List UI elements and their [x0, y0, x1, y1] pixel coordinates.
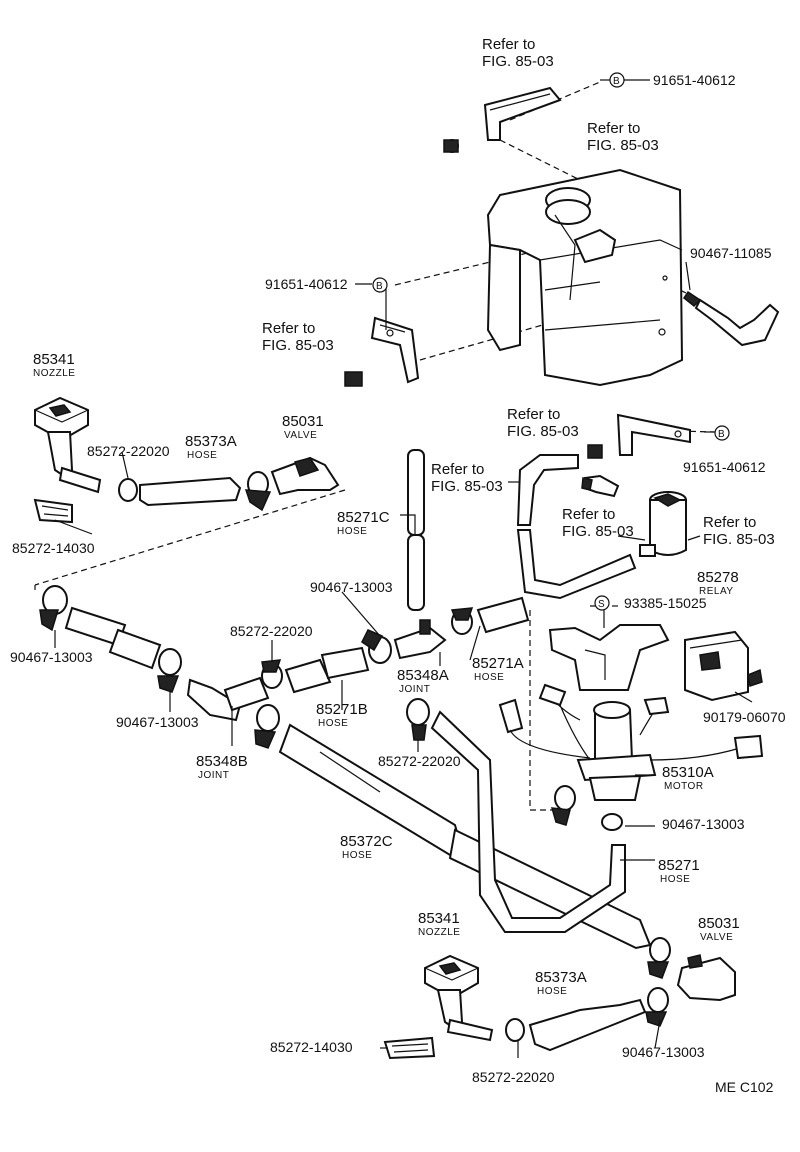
relay-bracket: [548, 624, 763, 702]
hose-85271b-sub: HOSE: [318, 718, 348, 729]
pn-90467-13003-c: 90467-13003: [116, 714, 199, 730]
pn-93385: 93385-15025: [624, 595, 707, 611]
ref-top2-line1: Refer to: [587, 120, 640, 137]
ref-pump2-line1: Refer to: [703, 514, 756, 531]
b-badge-left-text: B: [376, 281, 383, 292]
joint-85348b-number: 85348B: [196, 753, 248, 770]
b-badge-right-text: B: [718, 429, 725, 440]
upper-hose-line: [118, 456, 340, 512]
motor-sub: MOTOR: [664, 781, 704, 792]
tank-outlet-hose: [682, 290, 780, 347]
left-bracket: [344, 316, 420, 387]
ref-top1-line1: Refer to: [482, 36, 535, 53]
pn-91651-right: 91651-40612: [683, 459, 766, 475]
b-badge-top-text: B: [613, 76, 620, 87]
hose-85372c-sub: HOSE: [342, 850, 372, 861]
ref-hose-line1: Refer to: [431, 461, 484, 478]
ref-top2-line2: FIG. 85-03: [587, 137, 659, 154]
callout-labels: Refer to FIG. 85-03 B 91651-40612 Refer …: [10, 36, 786, 1095]
hose-85271: [430, 710, 626, 933]
motor-number: 85310A: [662, 764, 714, 781]
pump-small: [639, 491, 687, 557]
valve1-sub: VALVE: [284, 430, 317, 441]
nozzle1-sub: NOZZLE: [33, 368, 75, 379]
pn-91651-left: 91651-40612: [265, 276, 348, 292]
nozzle2-sub: NOZZLE: [418, 927, 460, 938]
pn-90467-13003-e: 90467-13003: [622, 1044, 705, 1060]
b-badge-left: [372, 277, 388, 293]
hose-85373a-1-sub: HOSE: [187, 450, 217, 461]
clamp-22020-c: 85272-22020: [378, 753, 461, 769]
ref-hose-line2: FIG. 85-03: [431, 478, 503, 495]
nozzle1-number: 85341: [33, 351, 75, 368]
pn-90179: 90179-06070: [703, 709, 786, 725]
hose-85372c-number: 85372C: [340, 833, 393, 850]
valve2-number: 85031: [698, 915, 740, 932]
motor: [498, 683, 764, 831]
top-bracket: [443, 86, 562, 153]
pn-90467-13003-d: 90467-13003: [662, 816, 745, 832]
ref-mid-line1: Refer to: [507, 406, 560, 423]
pn-90467-13003-a: 90467-13003: [310, 579, 393, 595]
middle-hose-group: [261, 596, 530, 741]
pn-90467-11085: 90467-11085: [690, 245, 772, 261]
clamp-22020-d: 85272-22020: [472, 1069, 555, 1085]
hose-85373a-1-number: 85373A: [185, 433, 237, 450]
right-bracket: [587, 413, 691, 459]
ref-top1-line2: FIG. 85-03: [482, 53, 554, 70]
lower-hose-chain: [39, 585, 280, 749]
relay-number: 85278: [697, 569, 739, 586]
b-badge-top: [609, 72, 625, 88]
hose-85271c: [407, 449, 425, 611]
hose-85271a-sub: HOSE: [474, 672, 504, 683]
clip-14030-b: 85272-14030: [270, 1039, 353, 1055]
hose-85271b-number: 85271B: [316, 701, 368, 718]
valve-lower: [645, 937, 736, 1027]
leader-lines: [54, 79, 753, 1058]
ref-pump2-line2: FIG. 85-03: [703, 531, 775, 548]
hose-85271-number: 85271: [658, 857, 700, 874]
s-badge-text: S: [598, 599, 605, 610]
nozzle2-number: 85341: [418, 910, 460, 927]
hose-85271-sub: HOSE: [660, 874, 690, 885]
s-badge: [594, 595, 610, 611]
footer-code: ME C102: [715, 1079, 774, 1095]
hose-85372c: [278, 723, 652, 950]
clip-14030-a: 85272-14030: [12, 540, 95, 556]
pn-91651-top: 91651-40612: [653, 72, 736, 88]
valve2-sub: VALVE: [700, 932, 733, 943]
clamp-22020-b: 85272-22020: [230, 623, 313, 639]
hose-85373a-2-sub: HOSE: [537, 986, 567, 997]
joint-85348a-sub: JOINT: [399, 684, 430, 695]
pn-90467-13003-b: 90467-13003: [10, 649, 93, 665]
joint-85348a-number: 85348A: [397, 667, 449, 684]
b-badge-right: [714, 425, 730, 441]
clip-lower: [383, 1036, 436, 1060]
ref-mid-line2: FIG. 85-03: [507, 423, 579, 440]
nozzle-upper: [33, 396, 102, 524]
ref-left-line2: FIG. 85-03: [262, 337, 334, 354]
hose-85271a-number: 85271A: [472, 655, 524, 672]
relay-sub: RELAY: [699, 586, 734, 597]
washer-tank: [486, 168, 684, 387]
hose-85373a-2-number: 85373A: [535, 969, 587, 986]
valve1-number: 85031: [282, 413, 324, 430]
nozzle-lower: [424, 954, 647, 1052]
pump-nipple: [581, 474, 620, 498]
hose-to-pump: [516, 454, 637, 600]
clamp-22020-a: 85272-22020: [87, 443, 170, 459]
joint-85348b-sub: JOINT: [198, 770, 229, 781]
ref-left-line1: Refer to: [262, 320, 315, 337]
ref-pump1-line1: Refer to: [562, 506, 615, 523]
hose-85271c-number: 85271C: [337, 509, 390, 526]
ref-pump1-line2: FIG. 85-03: [562, 523, 634, 540]
hose-85271c-sub: HOSE: [337, 526, 367, 537]
